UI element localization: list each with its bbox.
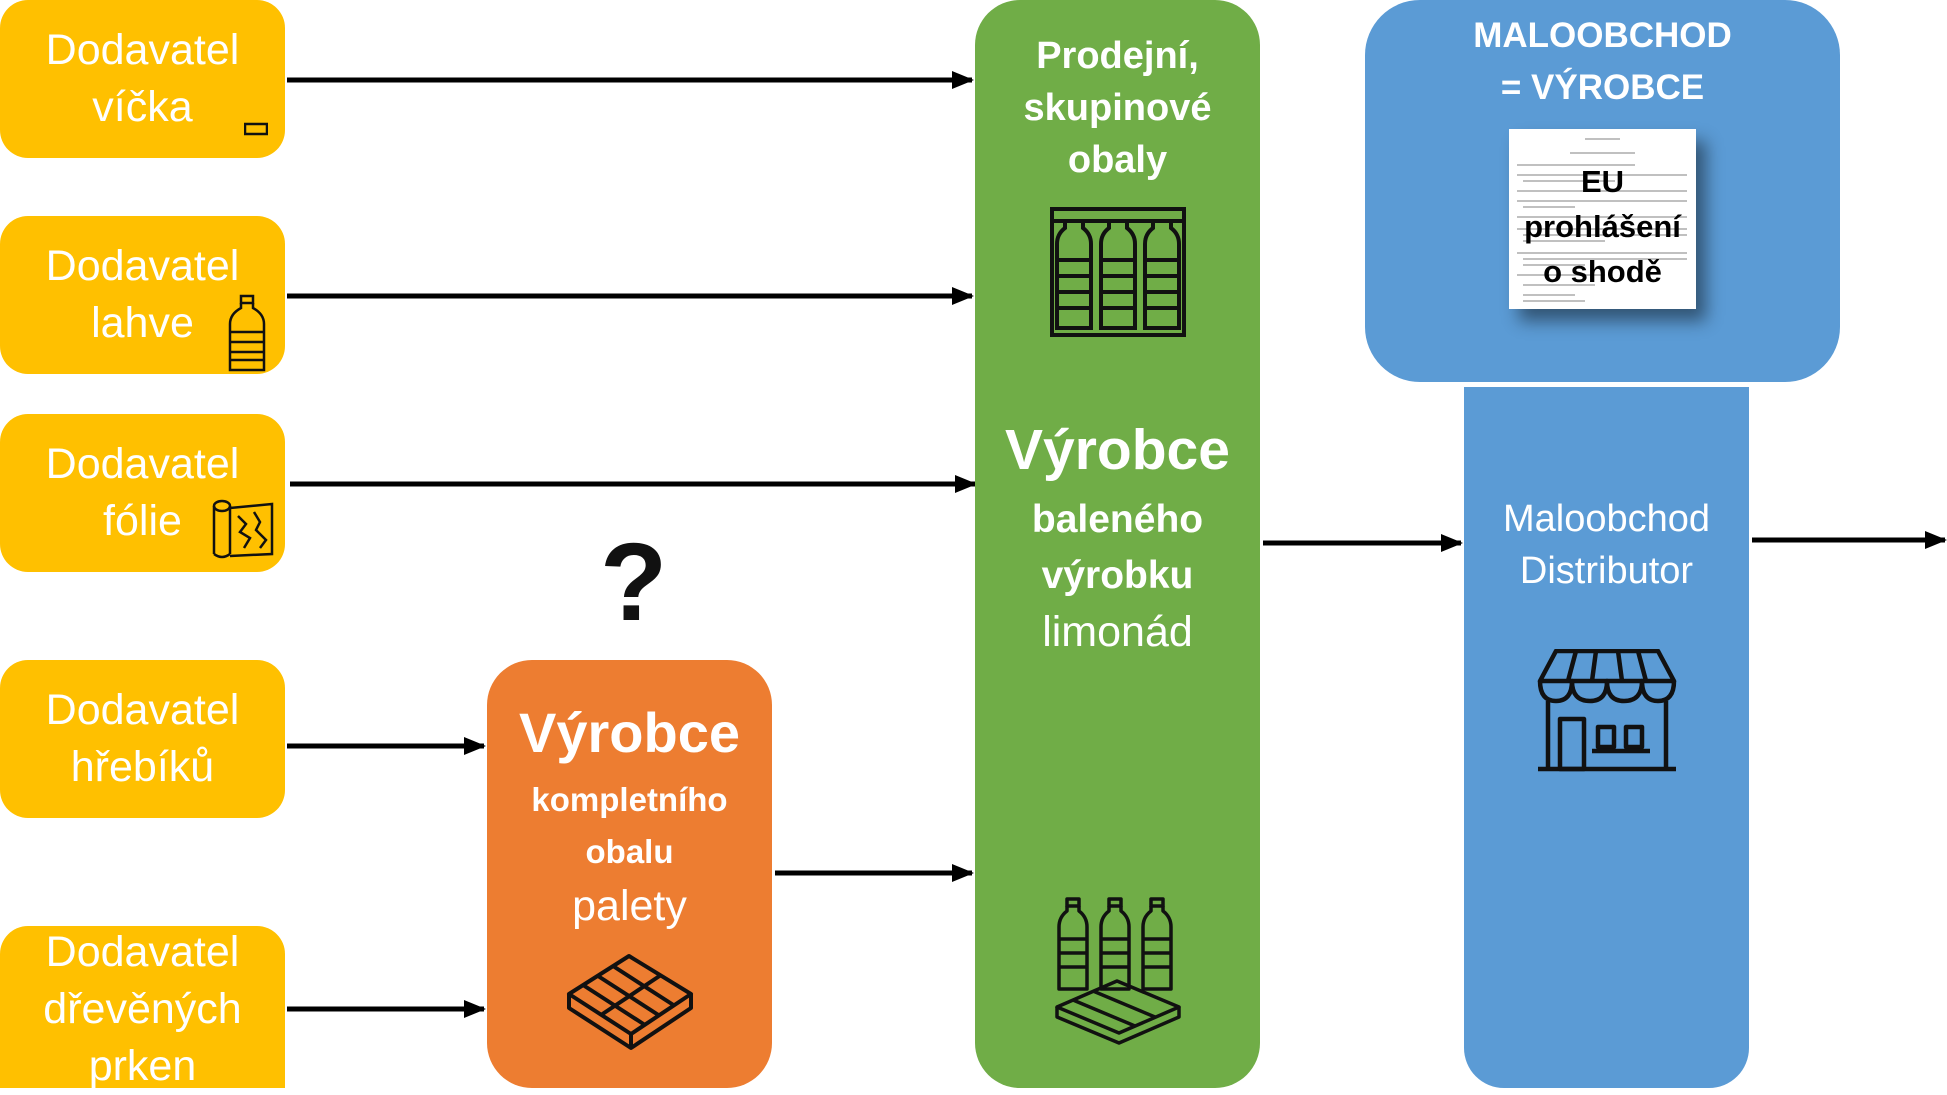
supplier-bottle-box: Dodavatel lahve xyxy=(0,216,285,374)
supplier-line3: prken xyxy=(88,1041,197,1090)
supplier-boards-box: Dodavatel dřevěných prken xyxy=(0,926,285,1090)
supplier-film-box: Dodavatel fólie xyxy=(0,414,285,572)
producer-sub3: limonád xyxy=(1042,608,1193,656)
retail-line1: Maloobchod xyxy=(1502,498,1711,540)
retail-header-line2: = VÝROBCE xyxy=(1500,68,1705,107)
supplier-cap-box: Dodavatel víčka xyxy=(0,0,285,158)
retail-header-line1: MALOOBCHOD xyxy=(1473,16,1732,55)
supplier-line1: Dodavatel xyxy=(45,686,240,734)
pallet-maker-box: Výrobce kompletního obalu palety xyxy=(487,660,772,1088)
retail-line2: Distributor xyxy=(1519,550,1694,592)
bottles-on-pallet-icon xyxy=(1054,897,1181,1045)
producer-box: Prodejní, skupinové obaly Výrobce balené… xyxy=(975,0,1260,1088)
supplier-line2: lahve xyxy=(91,299,194,347)
pallet-maker-sub3: palety xyxy=(572,882,687,930)
supplier-label: Dodavatel hřebíků xyxy=(46,682,240,796)
supplier-line2: fólie xyxy=(103,497,182,545)
pallet-maker-sub2: obalu xyxy=(585,833,674,870)
producer-sub1: baleného xyxy=(1031,498,1204,541)
supplier-line2: víčka xyxy=(92,83,193,131)
pallet-maker-title: Výrobce xyxy=(519,701,740,764)
supplier-line1: Dodavatel xyxy=(45,242,240,290)
declaration-line3: o shodě xyxy=(1543,254,1662,289)
eu-declaration-document: EU prohlášení o shodě xyxy=(1509,129,1696,309)
film-roll-icon xyxy=(212,499,274,559)
producer-title: Výrobce xyxy=(1005,418,1230,482)
bottle-pack-icon xyxy=(1049,207,1186,337)
supplier-nails-box: Dodavatel hřebíků xyxy=(0,660,285,818)
supplier-line2: dřevěných xyxy=(43,984,242,1033)
supplier-label: Dodavatel lahve xyxy=(46,238,240,352)
supplier-label: Dodavatel dřevěných prken xyxy=(43,924,241,1095)
supplier-line2: hřebíků xyxy=(70,743,215,791)
store-icon xyxy=(1537,649,1676,772)
bottle-icon xyxy=(228,294,266,372)
supplier-label: Dodavatel fólie xyxy=(46,436,240,550)
supplier-line1: Dodavatel xyxy=(45,26,240,74)
packaging-line3: obaly xyxy=(1067,139,1168,181)
pallet-icon xyxy=(566,954,693,1050)
packaging-line2: skupinové xyxy=(1023,87,1212,129)
declaration-line2: prohlášení xyxy=(1524,209,1681,244)
supplier-line1: Dodavatel xyxy=(45,440,240,488)
bottle-cap-icon xyxy=(244,122,268,136)
pallet-maker-sub1: kompletního xyxy=(531,781,728,818)
packaging-line1: Prodejní, xyxy=(1036,35,1199,77)
supplier-line1: Dodavatel xyxy=(45,927,240,976)
declaration-label: EU prohlášení o shodě xyxy=(1509,159,1696,294)
document-text-lines xyxy=(1517,138,1687,302)
supplier-label: Dodavatel víčka xyxy=(46,22,240,136)
question-mark: ? xyxy=(600,521,668,644)
declaration-line1: EU xyxy=(1580,164,1625,199)
producer-sub2: výrobku xyxy=(1041,554,1194,597)
retail-box: Maloobchod Distributor xyxy=(1464,387,1749,1088)
